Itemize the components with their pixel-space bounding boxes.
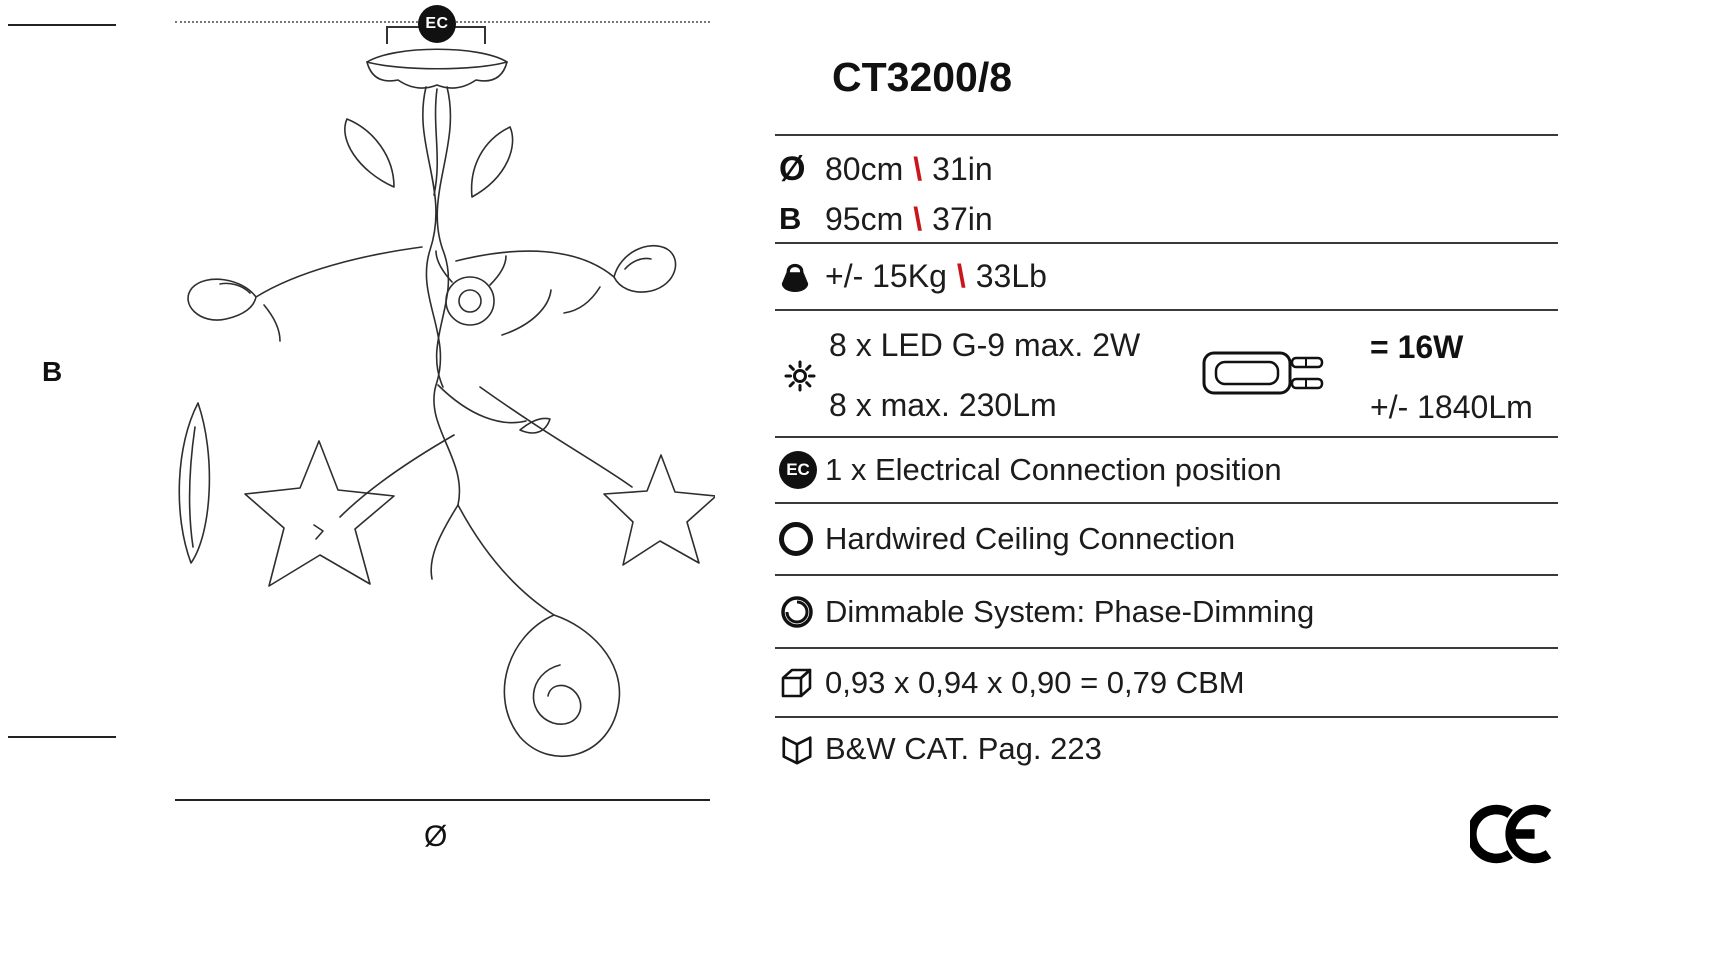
packaging-box-icon: [781, 668, 812, 697]
light-source-icon: [784, 360, 816, 392]
lamping-lumens: 8 x max. 230Lm: [829, 387, 1057, 423]
dimming-label: Dimmable System: Phase-Dimming: [825, 593, 1315, 629]
height-metric: 95cm: [825, 200, 904, 237]
spec-row-lamping: 8 x LED G-9 max. 2W 8 x max. 230Lm = 16W…: [775, 311, 1558, 438]
spec-row-weight: +/- 15Kg \ 33Lb: [775, 244, 1558, 311]
diameter-icon: Ø: [779, 149, 806, 188]
height-dimension-tick-bottom: [8, 736, 116, 738]
unit-separator: \: [913, 150, 923, 187]
unit-separator: \: [956, 258, 966, 294]
diameter-dimension-label: Ø: [424, 820, 448, 853]
spec-row-catalog: B&W CAT. Pag. 223: [775, 718, 1558, 780]
spec-row-electrical-connection: EC 1 x Electrical Connection position: [775, 438, 1558, 504]
height-imperial: 37in: [932, 200, 993, 237]
weight-imperial: 33Lb: [975, 258, 1047, 294]
diameter-imperial: 31in: [932, 150, 993, 187]
diameter-spec-line: Ø 80cm \ 31in: [775, 144, 1558, 194]
spec-row-mounting: Hardwired Ceiling Connection: [775, 504, 1558, 576]
weight-metric: +/- 15Kg: [825, 258, 947, 294]
dimmable-system-icon: [781, 595, 813, 628]
spec-row-dimensions: Ø 80cm \ 31in B 95cm \ 37in: [775, 136, 1558, 244]
lamping-total-wattage: = 16W: [1370, 329, 1464, 365]
spec-row-packaging: 0,93 x 0,94 x 0,90 = 0,79 CBM: [775, 649, 1558, 718]
hardwired-connection-icon: [779, 522, 813, 556]
lamping-total-lumens: +/- 1840Lm: [1370, 389, 1533, 425]
chandelier-line-drawing: [178, 48, 715, 757]
weight-icon: [781, 263, 809, 292]
height-dimension-label: B: [42, 356, 63, 387]
g9-bulb-icon: [1202, 351, 1324, 395]
height-dimension-tick-top: [8, 24, 116, 26]
electrical-connection-label: 1 x Electrical Connection position: [825, 452, 1282, 487]
catalog-label: B&W CAT. Pag. 223: [825, 731, 1102, 766]
ce-mark-icon: [1470, 804, 1552, 864]
unit-separator: \: [913, 200, 923, 237]
spec-row-title: CT3200/8: [775, 0, 1558, 136]
ec-icon: EC: [779, 451, 817, 489]
height-icon: B: [779, 201, 802, 236]
ec-position-badge: EC: [418, 5, 456, 43]
catalog-book-icon: [782, 736, 812, 765]
diameter-dimension-line: [175, 799, 710, 801]
diameter-metric: 80cm: [825, 150, 904, 187]
spec-panel: CT3200/8 Ø 80cm \ 31in B 95cm \ 37in: [775, 0, 1558, 954]
product-model: CT3200/8: [832, 54, 1013, 100]
mounting-label: Hardwired Ceiling Connection: [825, 521, 1236, 556]
spec-row-dimming: Dimmable System: Phase-Dimming: [775, 576, 1558, 649]
packaging-label: 0,93 x 0,94 x 0,90 = 0,79 CBM: [825, 664, 1245, 700]
lamping-bulbs: 8 x LED G-9 max. 2W: [829, 327, 1141, 363]
height-spec-line: B 95cm \ 37in: [775, 194, 1558, 244]
